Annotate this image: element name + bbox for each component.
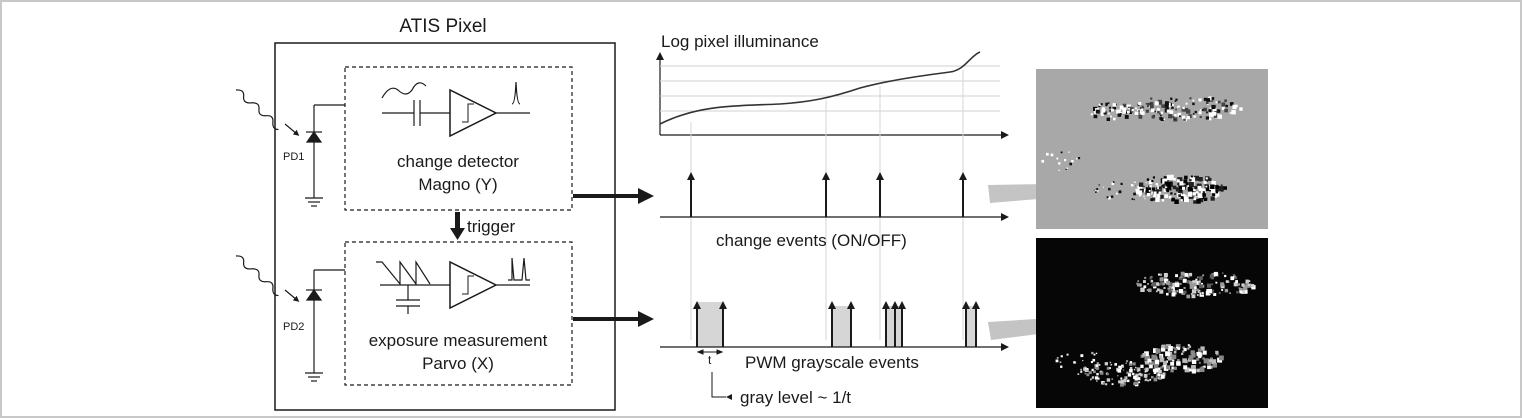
change-detector-circuit-icon bbox=[381, 81, 530, 138]
photodiode-2-icon bbox=[305, 269, 345, 382]
interval-marker-icon bbox=[696, 349, 726, 398]
incident-light-1-icon bbox=[235, 89, 279, 131]
change-detector-box bbox=[344, 66, 573, 211]
illuminance-curve bbox=[659, 51, 981, 125]
light-arrow-1-icon bbox=[284, 123, 300, 136]
exposure-measurement-box bbox=[344, 241, 573, 386]
pd2-label: PD2 bbox=[283, 321, 304, 333]
change-event-image bbox=[1036, 69, 1268, 229]
change-events-plot bbox=[660, 172, 1009, 221]
gray-level-arrow-icon bbox=[726, 394, 732, 400]
pwm-interval-2 bbox=[832, 306, 851, 347]
pd1-label: PD1 bbox=[283, 151, 304, 163]
trigger-arrow-icon bbox=[450, 212, 465, 240]
change-detector-label: change detector bbox=[397, 152, 519, 171]
magno-label: Magno (Y) bbox=[418, 175, 497, 194]
exposure-measurement-label: exposure measurement bbox=[369, 331, 548, 350]
pixel-box-outline bbox=[274, 42, 616, 411]
illuminance-label: Log pixel illuminance bbox=[661, 32, 819, 51]
pwm-interval-1 bbox=[697, 302, 723, 347]
pixel-title: ATIS Pixel bbox=[399, 16, 486, 37]
change-events-label: change events (ON/OFF) bbox=[716, 231, 907, 250]
incident-light-2-icon bbox=[235, 255, 279, 297]
exposure-measurement-circuit-icon bbox=[376, 257, 530, 314]
magno-output-arrow-icon bbox=[573, 188, 654, 204]
parvo-output-arrow-icon bbox=[573, 311, 654, 327]
interval-label: t bbox=[708, 353, 712, 367]
pwm-events-plot bbox=[660, 301, 1009, 351]
light-arrow-2-icon bbox=[284, 289, 300, 302]
pwm-interval-4 bbox=[966, 306, 976, 347]
parvo-label: Parvo (X) bbox=[422, 354, 494, 373]
pwm-events-label: PWM grayscale events bbox=[745, 353, 919, 372]
trigger-label: trigger bbox=[467, 217, 516, 236]
gray-level-label: gray level ~ 1/t bbox=[740, 388, 851, 407]
grayscale-event-image bbox=[1036, 238, 1268, 408]
illuminance-plot bbox=[656, 51, 1009, 139]
photodiode-1-icon bbox=[305, 104, 345, 207]
